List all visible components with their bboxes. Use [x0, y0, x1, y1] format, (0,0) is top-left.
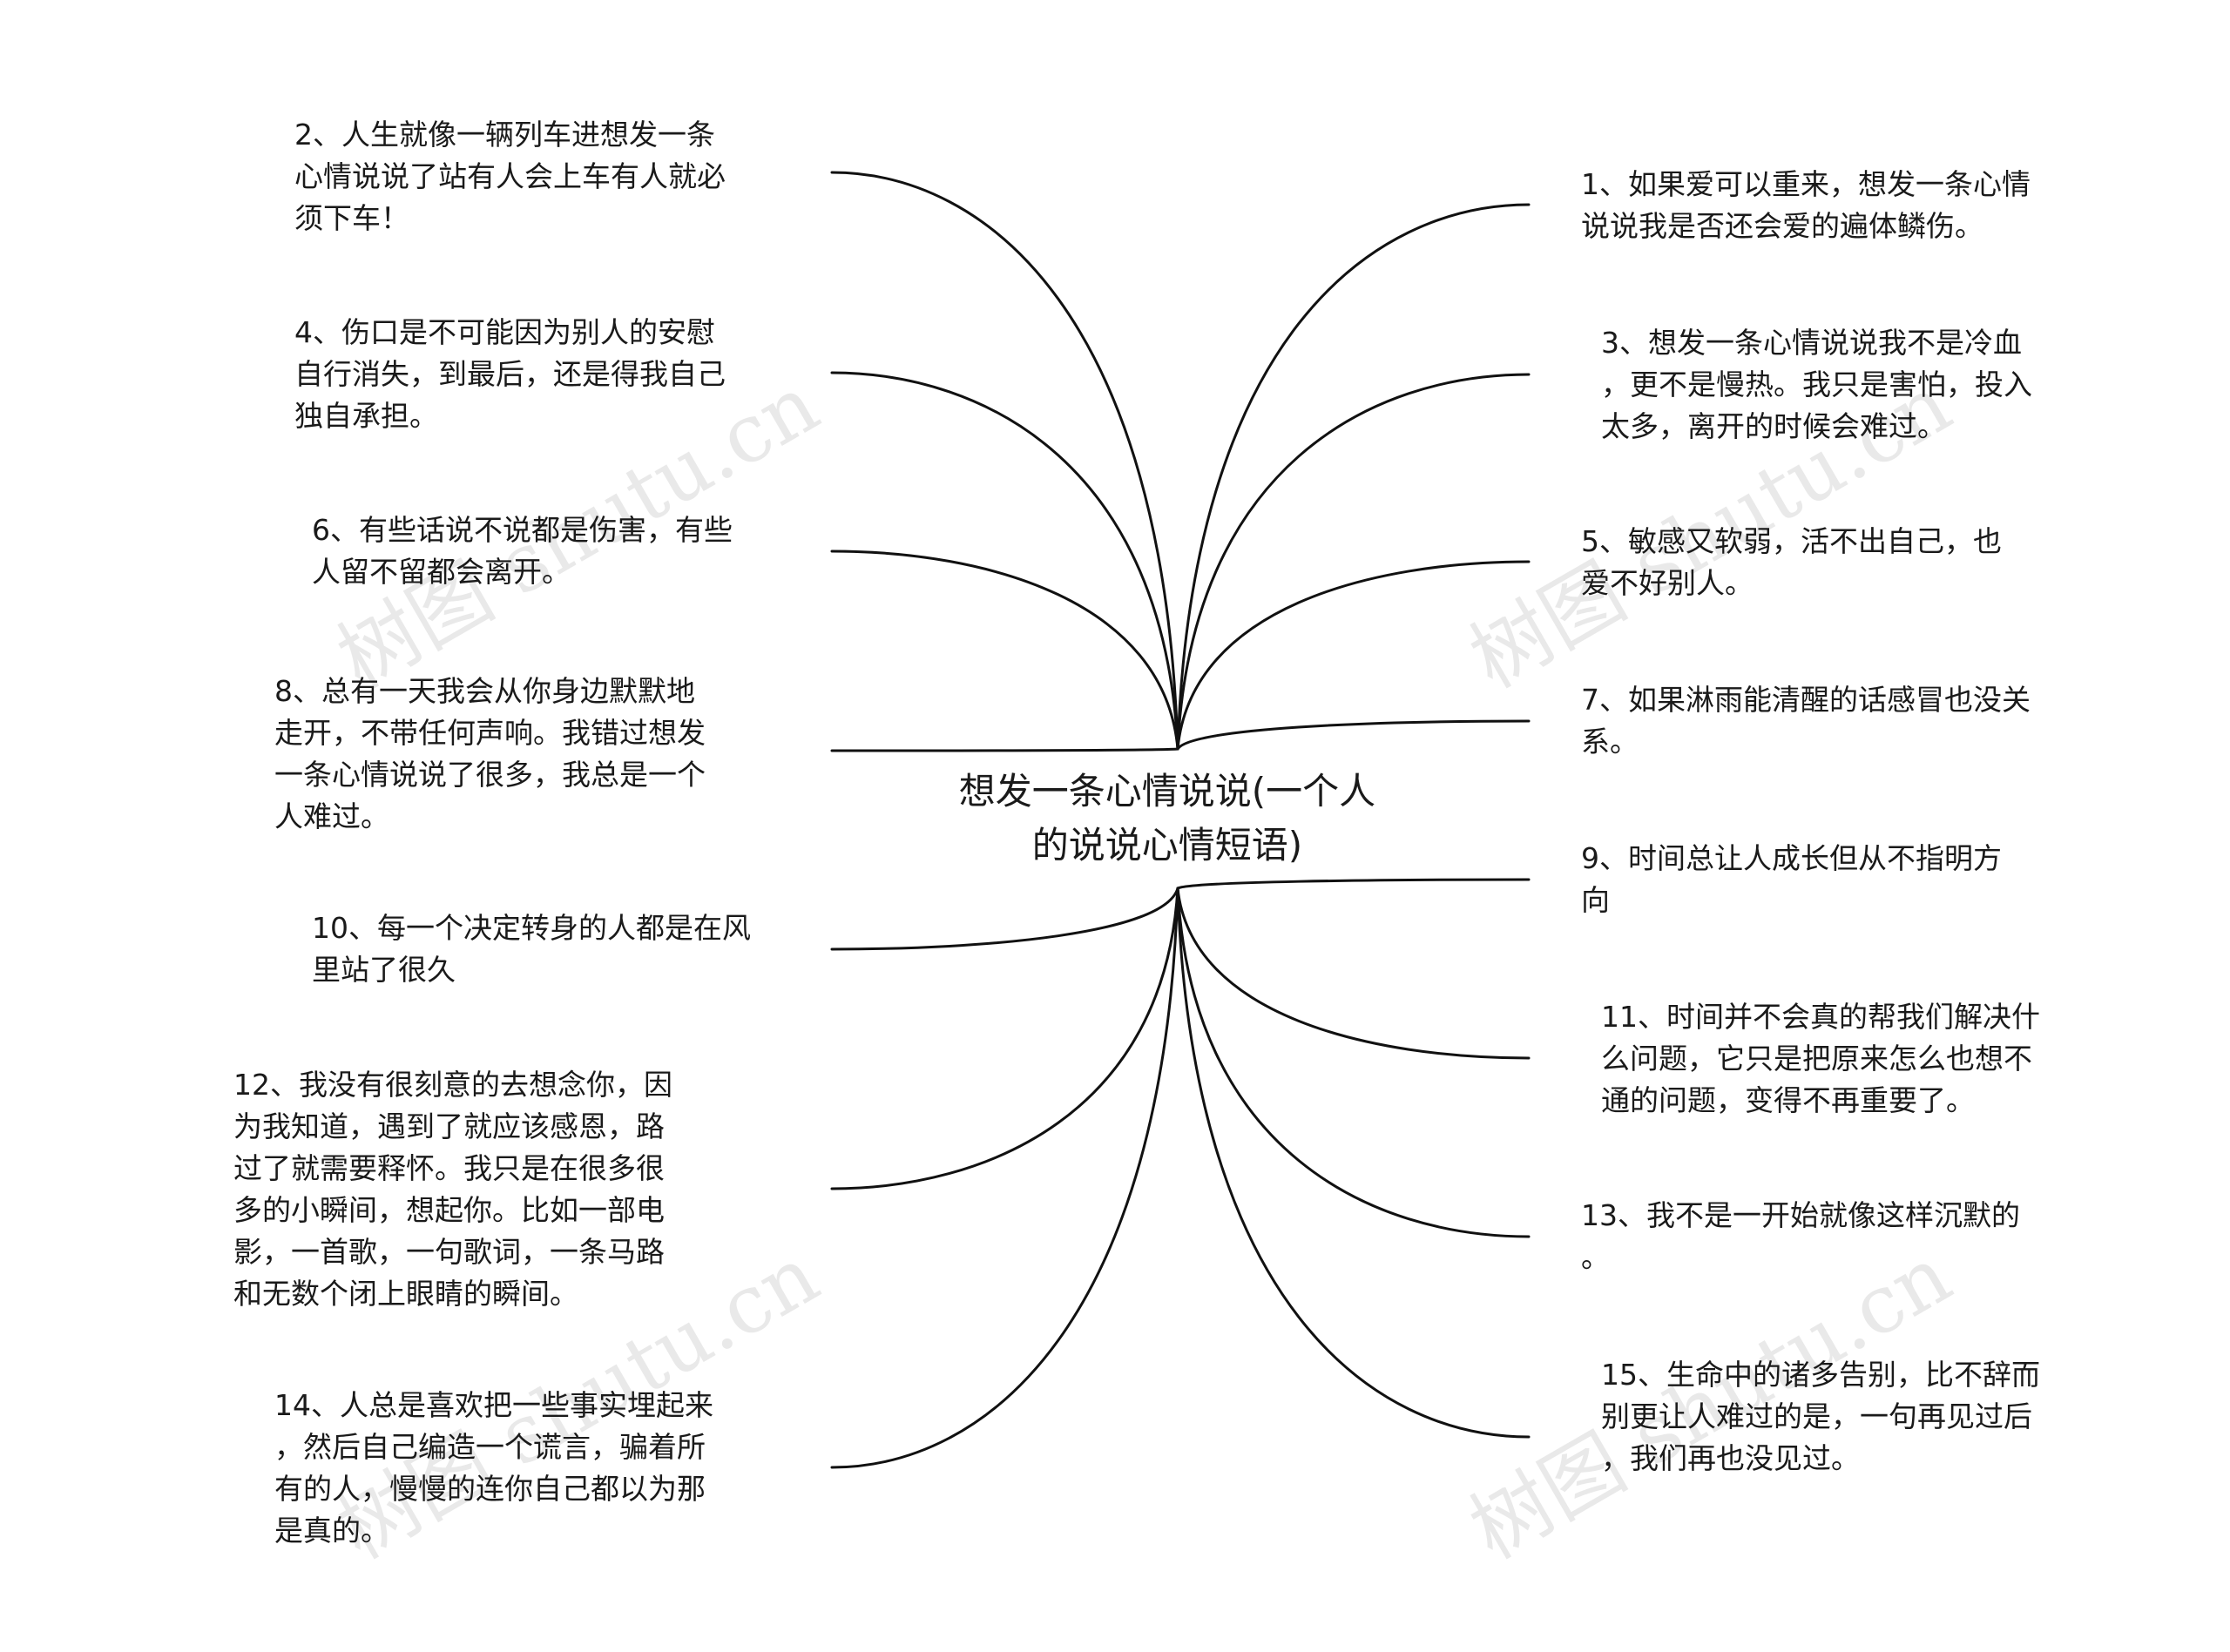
edge-right-5: [1176, 560, 1531, 751]
left-node-4[interactable]: 4、伤口是不可能因为别人的安慰 自行消失，到最后，还是得我自己 独自承担。: [294, 315, 726, 433]
left-node-14[interactable]: 14、人总是喜欢把一些事实埋起来 ，然后自己编造一个谎言，骗着所 有的人，慢慢的…: [274, 1388, 713, 1547]
left-node-12[interactable]: 12、我没有很刻意的去想念你，因 为我知道，遇到了就应该感恩，路 过了就需要释怀…: [233, 1068, 672, 1311]
right-node-15[interactable]: 15、生命中的诸多告别，比不辞而 别更让人难过的是，一句再见过后 ，我们再也没见…: [1601, 1358, 2040, 1475]
edge-left-10: [830, 887, 1179, 951]
right-node-3[interactable]: 3、想发一条心情说说我不是冷血 ，更不是慢热。我只是害怕，投入 太多，离开的时候…: [1601, 326, 2032, 443]
edge-right-11: [1176, 887, 1531, 1060]
edge-left-8: [830, 747, 1179, 752]
edge-left-4: [830, 371, 1179, 751]
left-node-10[interactable]: 10、每一个决定转身的人都是在风 里站了很久: [312, 911, 751, 987]
right-node-5[interactable]: 5、敏感又软弱，活不出自己，也 爱不好别人。: [1581, 524, 2002, 600]
right-node-7[interactable]: 7、如果淋雨能清醒的话感冒也没关 系。: [1581, 683, 2031, 759]
edge-left-14: [830, 887, 1179, 1469]
right-node-1[interactable]: 1、如果爱可以重来，想发一条心情 说说我是否还会爱的遍体鳞伤。: [1581, 167, 2031, 243]
edge-right-1: [1176, 203, 1531, 751]
left-node-2[interactable]: 2、人生就像一辆列车进想发一条 心情说说了站有人会上车有人就必 须下车！: [294, 118, 726, 235]
left-node-8[interactable]: 8、总有一天我会从你身边默默地 走开，不带任何声响。我错过想发 一条心情说说了很…: [274, 674, 706, 833]
right-node-13[interactable]: 13、我不是一开始就像这样沉默的 。: [1581, 1198, 2020, 1274]
edge-right-3: [1176, 373, 1531, 751]
edge-left-12: [830, 887, 1179, 1190]
edge-right-15: [1176, 887, 1531, 1439]
central-topic[interactable]: 想发一条心情说说(一个人 的说说心情短语): [923, 765, 1411, 873]
right-node-9[interactable]: 9、时间总让人成长但从不指明方 向: [1581, 841, 2002, 917]
edge-left-6: [830, 550, 1179, 751]
edge-right-7: [1176, 719, 1531, 751]
left-node-6[interactable]: 6、有些话说不说都是伤害，有些 人留不留都会离开。: [312, 513, 733, 589]
edge-left-2: [830, 171, 1179, 751]
edge-right-9: [1176, 878, 1531, 890]
edge-right-13: [1176, 887, 1531, 1238]
right-node-11[interactable]: 11、时间并不会真的帮我们解决什 么问题，它只是把原来怎么也想不 通的问题，变得…: [1601, 1000, 2040, 1117]
